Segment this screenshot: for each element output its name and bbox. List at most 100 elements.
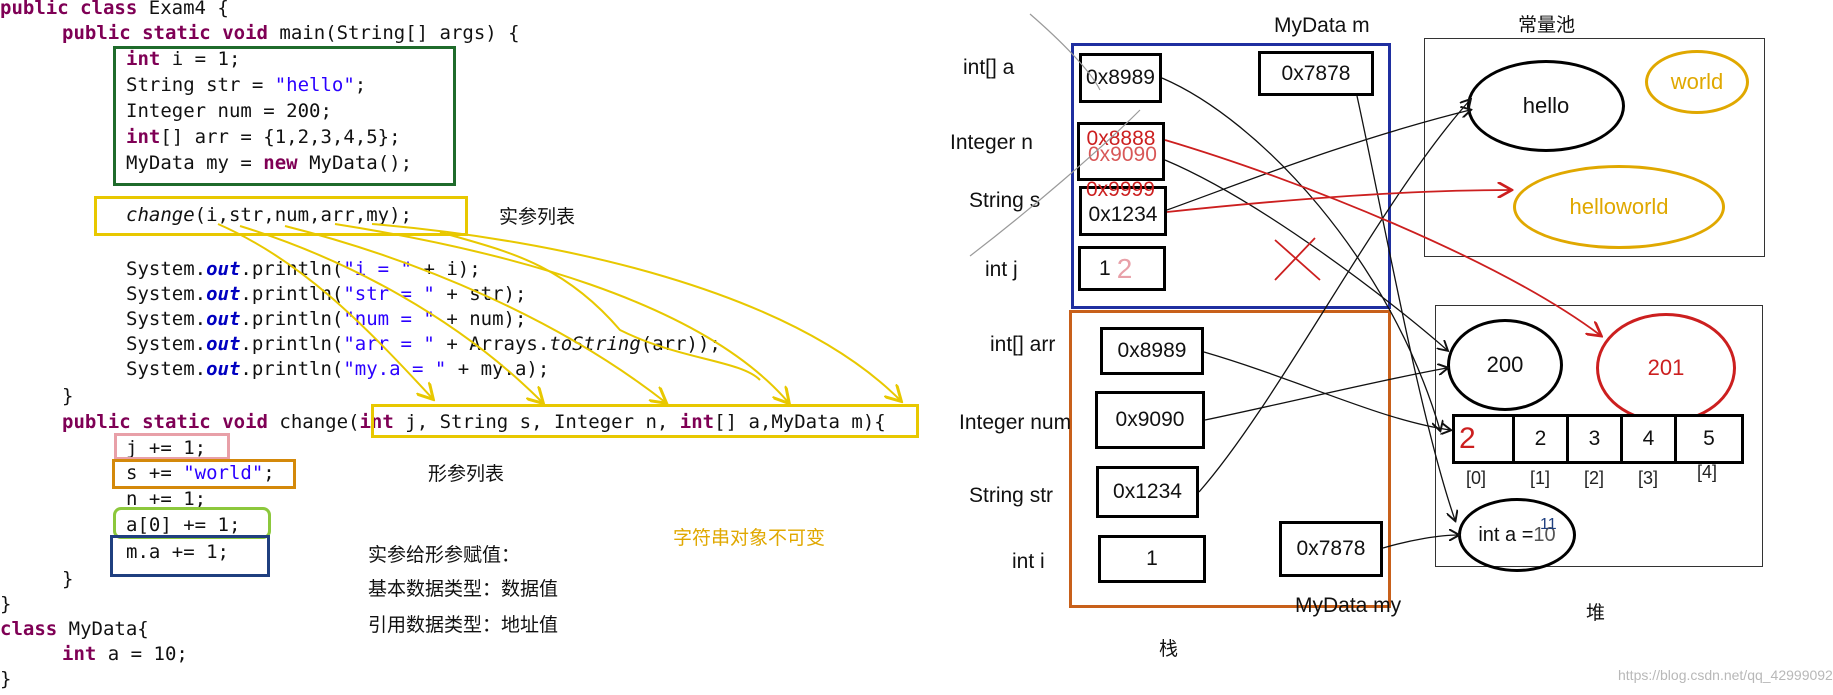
- kw-class: class: [80, 0, 138, 19]
- int-i-rest: i = 1;: [171, 48, 241, 70]
- heap-integer-201: 201: [1596, 313, 1736, 423]
- class2-name: MyData{: [68, 618, 149, 640]
- println-pre: System.: [126, 308, 207, 330]
- mydata-new-value: 11: [1540, 516, 1557, 533]
- string-immutable-note: 字符串对象不可变: [673, 527, 826, 549]
- code-close-class2: }: [0, 668, 12, 690]
- cell-a-ref: 0x8989: [1079, 53, 1162, 103]
- code-line-class2: class MyData{: [0, 617, 149, 642]
- code-line-num: Integer num = 200;: [126, 99, 332, 124]
- println-literal: "arr = ": [343, 333, 435, 355]
- j-line-highlight: [114, 433, 230, 460]
- frame-label-string-s: String s: [969, 189, 1041, 212]
- println-literal: "my.a = ": [343, 358, 447, 380]
- stack-label: 栈: [1159, 638, 1179, 660]
- array-cell-2: 3: [1566, 414, 1623, 464]
- frame-label-int-arr-a: int[] a: [963, 56, 1015, 79]
- change-params-2: [] a,MyData m){: [714, 411, 886, 433]
- code-line-int-i: int i = 1;: [126, 47, 240, 72]
- println-literal: "i = ": [343, 258, 412, 280]
- arr-rest: [] arr = {1,2,3,4,5};: [160, 126, 401, 148]
- change-call-highlight: [94, 196, 468, 236]
- field-rest: a = 10;: [107, 643, 188, 665]
- pool-helloworld: helloworld: [1513, 165, 1725, 249]
- j-old-value: 1: [1099, 256, 1111, 280]
- body-s-semi: ;: [263, 462, 275, 484]
- code-body-n: n += 1;: [126, 488, 207, 510]
- println-post: + Arrays.: [434, 333, 550, 355]
- kw-static: static: [142, 22, 211, 44]
- code-close-main: }: [62, 385, 74, 407]
- array-cell-4: 5: [1674, 414, 1744, 464]
- println-post: + i);: [412, 258, 481, 280]
- j-new-value: 2: [1116, 252, 1133, 284]
- frame-label-integer-n: Integer n: [950, 131, 1033, 154]
- println-tostring: toString: [549, 333, 641, 355]
- s-new-value: 0x9999: [1086, 178, 1155, 201]
- change-params-1: j, String s, Integer n,: [393, 411, 680, 433]
- str-pre: String str =: [126, 74, 275, 96]
- println-mid: .println(: [240, 358, 344, 380]
- code-println-arr: System.out.println("arr = " + Arrays.toS…: [126, 332, 721, 357]
- code-close-change: }: [62, 568, 74, 590]
- num-line: Integer num = 200;: [126, 100, 332, 122]
- mydata-field-text: int a =: [1478, 523, 1534, 546]
- kw-public: public: [62, 22, 131, 44]
- code-line-change-decl: public static void change(int j, String …: [62, 410, 886, 435]
- heap-integer-200: 200: [1447, 319, 1563, 411]
- heap-label: 堆: [1586, 602, 1606, 624]
- assign-title: 实参给形参赋值：: [368, 544, 521, 566]
- array-index-0: [0]: [1466, 468, 1487, 488]
- formal-params-label: 形参列表: [428, 463, 505, 485]
- kw-public: public: [0, 0, 69, 19]
- n-old-value-overwritten: 0x9090: [1088, 143, 1157, 166]
- formal-params-highlight: [371, 404, 919, 438]
- assign-primitive: 基本数据类型：数据值: [368, 578, 559, 600]
- my-pre: MyData my =: [126, 152, 264, 174]
- code-close-class: }: [0, 593, 12, 615]
- frame-label-int-j: int j: [985, 258, 1018, 281]
- println-pre: System.: [126, 333, 207, 355]
- change-call-args: (i,str,num,arr,my);: [194, 204, 412, 226]
- watermark: https://blog.csdn.net/qq_42999092: [1618, 667, 1833, 683]
- array-index-1: [1]: [1530, 468, 1551, 488]
- array-cell-3: 4: [1620, 414, 1677, 464]
- println-pre: System.: [126, 283, 207, 305]
- cell-my-ref: 0x7878: [1279, 521, 1383, 577]
- s-line-highlight: [112, 459, 296, 489]
- frame-label-int-arr: int[] arr: [990, 333, 1056, 356]
- code-println-my: System.out.println("my.a = " + my.a);: [126, 357, 549, 382]
- code-println-num: System.out.println("num = " + num);: [126, 307, 526, 332]
- pool-world: world: [1645, 50, 1749, 114]
- println-out: out: [206, 308, 241, 330]
- println-pre: System.: [126, 358, 207, 380]
- str-literal: "hello": [274, 74, 355, 96]
- kw-int: int: [679, 411, 715, 433]
- class-name: Exam4 {: [148, 0, 229, 19]
- println-post2: (arr));: [640, 333, 721, 355]
- body-s-pre: s +=: [126, 462, 184, 484]
- array-cell-1: 2: [1512, 414, 1569, 464]
- cell-m-ref: 0x7878: [1258, 51, 1374, 96]
- println-post: + my.a);: [446, 358, 550, 380]
- code-line-arr: int[] arr = {1,2,3,4,5};: [126, 125, 401, 150]
- println-post: + num);: [434, 308, 527, 330]
- frame-label-integer-num: Integer num: [959, 411, 1072, 434]
- array-index-3: [3]: [1638, 468, 1659, 488]
- array-index-2: [2]: [1584, 468, 1605, 488]
- constant-pool-label: 常量池: [1518, 14, 1576, 36]
- cell-str-ref: 0x1234: [1096, 466, 1199, 518]
- kw-int: int: [126, 126, 161, 148]
- println-mid: .println(: [240, 308, 344, 330]
- code-println-str: System.out.println("str = " + str);: [126, 282, 526, 307]
- kw-int: int: [62, 643, 97, 665]
- println-literal: "str = ": [343, 283, 435, 305]
- init-block-highlight: [113, 46, 456, 186]
- frame-label-string-str: String str: [969, 484, 1054, 507]
- println-mid: .println(: [240, 258, 344, 280]
- println-literal: "num = ": [343, 308, 435, 330]
- mydata-my-label: MyData my: [1295, 594, 1402, 617]
- kw-int: int: [126, 48, 161, 70]
- str-post: ;: [354, 74, 367, 96]
